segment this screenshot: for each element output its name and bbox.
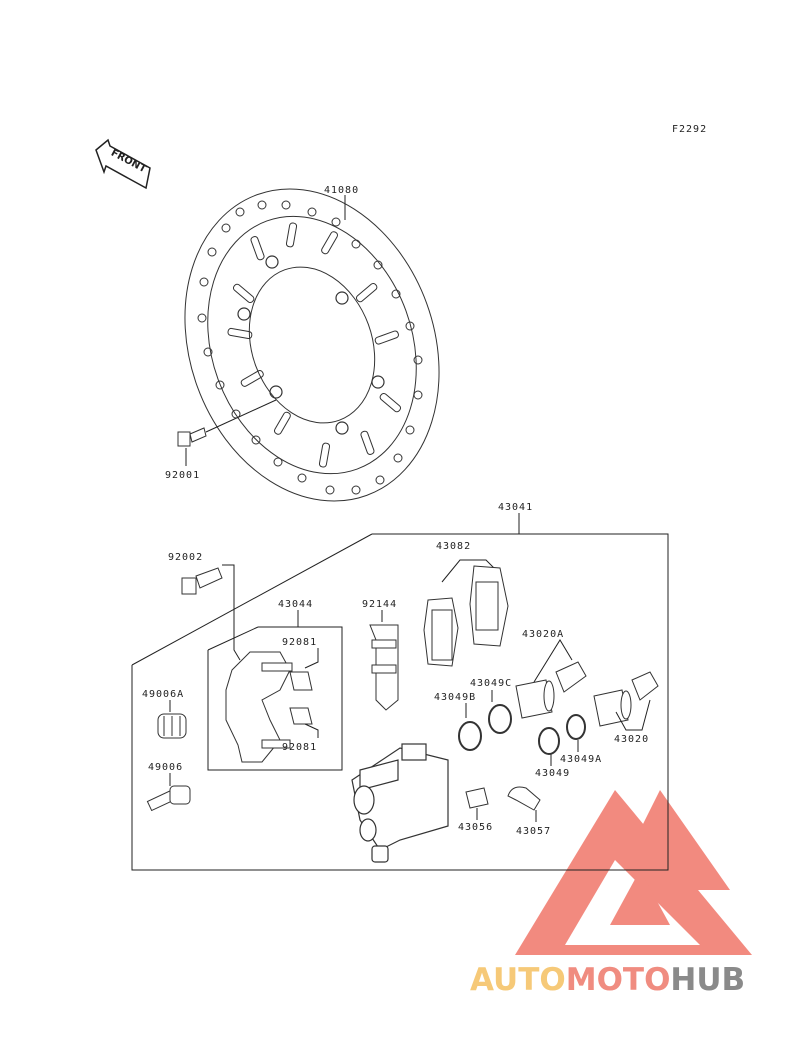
watermark-part-auto: AUTO xyxy=(470,962,566,998)
label-92081-bottom: 92081 xyxy=(282,742,317,753)
label-92081-top: 92081 xyxy=(282,637,317,648)
label-43049: 43049 xyxy=(535,768,570,779)
brake-pad-left xyxy=(423,597,459,667)
label-49006: 49006 xyxy=(148,762,183,773)
brake-pad-right xyxy=(469,565,509,647)
disc-bolt xyxy=(177,427,207,447)
label-43049B: 43049B xyxy=(434,692,476,703)
label-49006A: 49006A xyxy=(142,689,184,700)
label-43049C: 43049C xyxy=(470,678,512,689)
piston-left xyxy=(515,679,555,719)
label-92002: 92002 xyxy=(168,552,203,563)
piston-right xyxy=(593,689,632,727)
watermark-part-hub: HUB xyxy=(670,962,746,998)
watermark-logo xyxy=(515,790,752,955)
label-43041: 43041 xyxy=(498,502,533,513)
front-arrow-icon: FRONT xyxy=(95,138,151,190)
piston-seal-left xyxy=(555,661,587,693)
seal-ring-43049c xyxy=(488,704,512,734)
label-43057: 43057 xyxy=(516,826,551,837)
label-41080: 41080 xyxy=(324,185,359,196)
seal-ring-43049b xyxy=(458,721,482,751)
seal-ring-43049a xyxy=(566,714,586,740)
caliper-bracket xyxy=(225,651,293,763)
seal-ring-43049 xyxy=(538,727,560,755)
label-92144: 92144 xyxy=(362,599,397,610)
label-92001: 92001 xyxy=(165,470,200,481)
watermark-wordmark: AUTOMOTOHUB xyxy=(470,962,800,1002)
label-43056: 43056 xyxy=(458,822,493,833)
watermark-part-moto: MOTO xyxy=(565,962,671,998)
caliper-body xyxy=(351,743,449,863)
caliper-assembly-frame xyxy=(131,533,669,871)
boot-49006a xyxy=(157,713,187,739)
figure-code: F2292 xyxy=(672,124,707,135)
bleeder-valve xyxy=(465,787,489,809)
label-43044: 43044 xyxy=(278,599,313,610)
label-43020A: 43020A xyxy=(522,629,564,640)
label-43049A: 43049A xyxy=(560,754,602,765)
piston-seal-right xyxy=(631,671,659,701)
pad-clip-top xyxy=(289,671,313,691)
label-43020: 43020 xyxy=(614,734,649,745)
bracket-box xyxy=(207,626,343,771)
caliper-bolt xyxy=(181,567,223,595)
label-43082: 43082 xyxy=(436,541,471,552)
pad-clip-bottom xyxy=(289,707,313,725)
sleeve-49006 xyxy=(146,785,191,812)
bleeder-cap xyxy=(507,786,541,811)
brake-disc xyxy=(184,188,440,502)
pad-spring xyxy=(369,624,399,711)
